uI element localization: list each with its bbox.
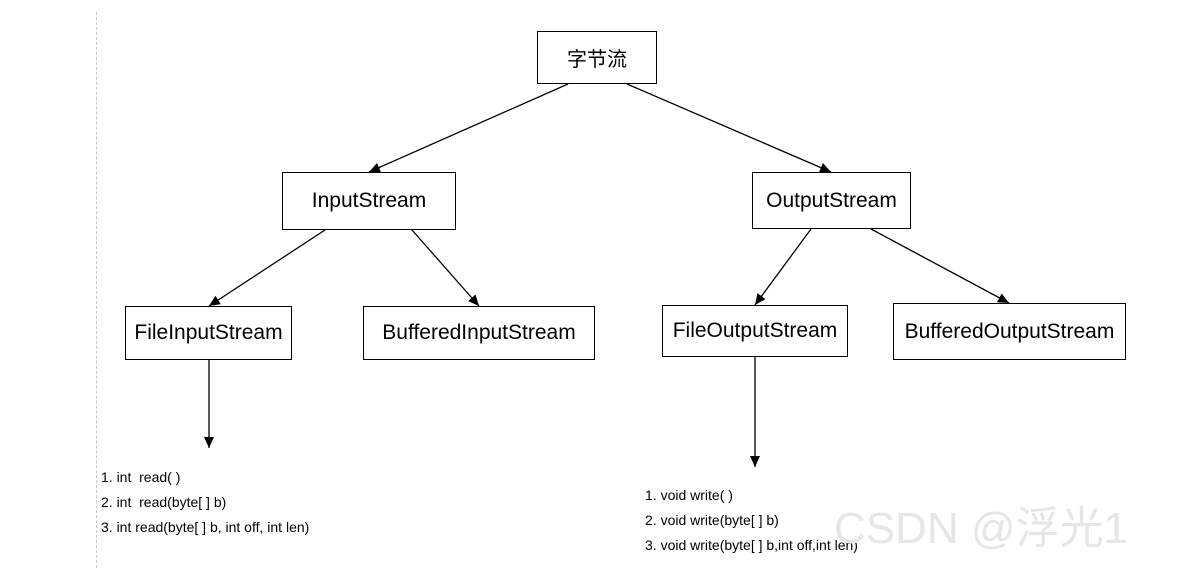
outputstream-methods-list: 1. void write( ) 2. void write(byte[ ] b…	[645, 483, 858, 558]
method-item-read-bytes: 2. int read(byte[ ] b)	[101, 494, 227, 510]
method-item-write-bytes-off-len: 3. void write(byte[ ] b,int off,int len)	[645, 537, 858, 553]
node-byte-stream: 字节流	[537, 31, 657, 84]
edge-inputstream-to-fileinputstream	[208, 229, 326, 307]
node-fileinputstream: FileInputStream	[125, 306, 292, 360]
method-item-read-bytes-off-len: 3. int read(byte[ ] b, int off, int len)	[101, 519, 310, 535]
node-inputstream: InputStream	[282, 172, 456, 230]
edge-outputstream-to-bufferedoutputstream	[870, 228, 1010, 304]
edge-inputstream-to-bufferedinputstream	[411, 229, 480, 307]
edge-root-to-outputstream	[626, 83, 832, 173]
edge-root-to-inputstream	[368, 83, 569, 173]
node-fileoutputstream: FileOutputStream	[662, 305, 848, 357]
method-item-write: 1. void write( )	[645, 487, 733, 503]
dashed-guide-line	[96, 12, 97, 568]
method-item-read: 1. int read( )	[101, 469, 181, 485]
node-outputstream: OutputStream	[752, 172, 911, 229]
node-bufferedinputstream: BufferedInputStream	[363, 306, 595, 360]
inputstream-methods-list: 1. int read( ) 2. int read(byte[ ] b) 3.…	[101, 465, 309, 540]
node-bufferedoutputstream: BufferedOutputStream	[893, 303, 1126, 360]
method-item-write-bytes: 2. void write(byte[ ] b)	[645, 512, 779, 528]
edge-outputstream-to-fileoutputstream	[754, 228, 812, 306]
